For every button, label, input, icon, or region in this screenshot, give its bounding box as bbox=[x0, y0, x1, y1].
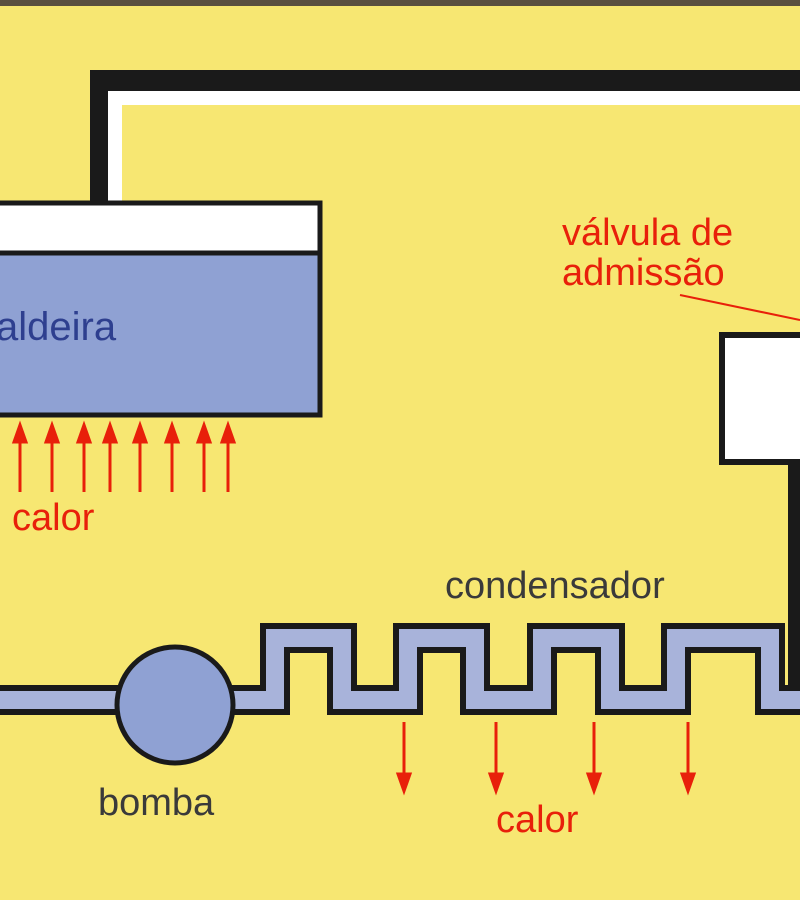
pump-label: bomba bbox=[98, 782, 215, 824]
pump-body bbox=[114, 644, 236, 766]
pump bbox=[114, 644, 236, 766]
heat-arrow bbox=[195, 420, 213, 492]
heat-out-arrow bbox=[679, 722, 697, 796]
valve-label-line1: válvula de bbox=[562, 212, 733, 254]
condenser-label: condensador bbox=[445, 565, 665, 607]
heat-arrow bbox=[43, 420, 61, 492]
heat-arrow bbox=[163, 420, 181, 492]
heat-output-label: calor bbox=[496, 799, 579, 841]
top-border bbox=[0, 0, 800, 6]
heat-input-label: calor bbox=[12, 497, 95, 539]
heat-out-arrow bbox=[585, 722, 603, 796]
heat-arrow bbox=[75, 420, 93, 492]
turbine-chamber bbox=[719, 332, 800, 465]
heat-out-arrow bbox=[487, 722, 505, 796]
boiler-steam-space bbox=[0, 200, 323, 258]
steam-pipe-inner bbox=[108, 91, 800, 205]
heat-output-arrows bbox=[395, 722, 697, 796]
boiler-label: aldeira bbox=[0, 305, 117, 349]
valve-label-line2: admissão bbox=[562, 252, 725, 294]
heat-out-arrow bbox=[395, 722, 413, 796]
heat-arrow bbox=[219, 420, 237, 492]
steam-pipe-outer bbox=[90, 70, 800, 205]
condenser-pipe-inner bbox=[0, 629, 800, 709]
boiler: aldeira bbox=[0, 200, 323, 418]
boiler-water bbox=[0, 250, 323, 418]
heat-arrow bbox=[11, 420, 29, 492]
heat-arrow bbox=[131, 420, 149, 492]
valve-pointer-line bbox=[679, 294, 800, 321]
heat-input-arrows bbox=[11, 420, 237, 492]
heat-arrow bbox=[101, 420, 119, 492]
